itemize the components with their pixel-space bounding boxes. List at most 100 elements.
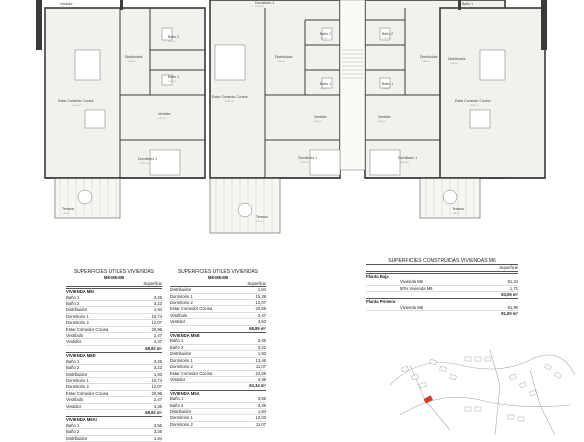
room-label: Terraza (256, 215, 268, 219)
table-title: SUPERFICIES UTILES VIVIENDAS (73, 269, 155, 275)
room-name: Dormitorio 2 (170, 300, 193, 306)
room-surface: 13,46 (255, 357, 266, 363)
room-name: Vestíbulo (66, 397, 84, 403)
room-label: Vestidor (314, 115, 327, 119)
room-name: Baño 2 (66, 365, 80, 371)
section-heading: VIVIENDA M5B (170, 332, 266, 338)
room-area: 7,93 m² (256, 220, 264, 223)
room-area: 1,94 m² (422, 60, 430, 63)
room-label: Baño 2 (168, 35, 179, 39)
room-label: Vestidor (158, 112, 171, 116)
room-name: Baño 1 (66, 422, 80, 428)
surface-table-2: SUPERFICIES UTILES VIVIENDAS M8-M5-M6 Su… (170, 269, 266, 429)
room-surface: 1,71 (509, 285, 518, 291)
room-name: Dormitorio 2 (170, 364, 193, 370)
room-surface: 4,36 (153, 403, 162, 409)
table-header: Superficie (66, 281, 162, 288)
room-surface: 3,22 (153, 365, 162, 371)
section-total: 68,89 m² (249, 325, 266, 331)
room-surface: 3,45 (153, 294, 162, 300)
room-area: 15,74 m² (400, 161, 409, 164)
section-heading: VIVIENDA M8I (66, 288, 162, 294)
room-label: Terraza (452, 207, 464, 211)
section-heading: Planta Primera (366, 298, 518, 304)
room-surface: 12,07 (255, 300, 266, 306)
room-surface: 1,94 (153, 307, 162, 313)
room-surface: 4,53 (257, 319, 266, 325)
room-name: Vestidor (170, 376, 186, 382)
room-label: Vestidor (60, 2, 73, 6)
room-name: Vestíbulo (170, 312, 188, 318)
room-surface: 3,56 (257, 396, 266, 402)
room-name: Baño 2 (170, 344, 184, 350)
room-name: Vestidor (66, 339, 82, 345)
table-row: Baño 2 3,22 (170, 344, 266, 352)
room-surface: 1,93 (257, 351, 266, 357)
room-label: Estar Comedor Cocina (455, 99, 490, 103)
room-label: Distribuidor (420, 55, 439, 59)
room-area: 20,96 m² (72, 104, 81, 107)
room-surface: 12,07 (151, 384, 162, 390)
room-name: Vivienda M6 (400, 304, 423, 310)
table-row: Vestidor 4,37 (66, 339, 162, 346)
room-surface: 4,37 (153, 339, 162, 345)
table-title: SUPERFICIES CONSTRUIDAS VIVIENDAS M6 (366, 258, 518, 266)
room-area: 7,93 m² (62, 212, 70, 215)
room-surface: 15,74 (151, 313, 162, 319)
room-area: 3,22 m² (382, 37, 390, 40)
room-label: Vestidor (378, 115, 391, 119)
highlighted-plot (423, 395, 433, 404)
room-name: Baño 2 (170, 402, 184, 408)
room-label: Dormitorio 1 (398, 156, 417, 160)
room-label: Distribuidor (125, 55, 144, 59)
room-area: 1,94 m² (277, 60, 285, 63)
table-title: SUPERFICIES UTILES VIVIENDAS (177, 269, 259, 275)
section-heading: VIVIENDA M6AI (66, 416, 162, 422)
room-name: Dormitorio 1 (170, 293, 193, 299)
table-row: Dormitorio 1 15,74 (66, 313, 162, 321)
room-name: Dormitorio 2 (170, 421, 193, 427)
room-surface: 15,74 (151, 377, 162, 383)
room-surface: 1,84 (257, 408, 266, 414)
room-label: Terraza (62, 207, 74, 211)
room-name: Vestíbulo (66, 333, 84, 339)
room-surface: 11,07 (255, 364, 266, 370)
room-surface: 3,45 (257, 338, 266, 344)
section-total: 83,05 m² (501, 292, 518, 298)
table-header: Superficie (170, 281, 266, 288)
room-surface: 20,69 (255, 306, 266, 312)
room-label: Baño 1 (382, 82, 393, 86)
room-name: Baño 1 (66, 358, 80, 364)
room-name: Dormitorio 1 (66, 313, 89, 319)
room-surface: 20,96 (151, 390, 162, 396)
room-name: Distribuidor (66, 435, 88, 441)
room-area: 15,74 m² (255, 5, 264, 8)
room-surface: 3,22 (257, 344, 266, 350)
room-surface: 11,07 (255, 421, 266, 427)
room-surface: 3,56 (153, 422, 162, 428)
room-surface: 2,47 (257, 312, 266, 318)
room-surface: 3,35 (153, 429, 162, 435)
room-label: Dormitorio 1 (138, 157, 157, 161)
room-label: Dormitorio 1 (255, 1, 274, 5)
room-name: Estar Comedor Cocina (170, 306, 213, 312)
table-row: Estar Comedor Cocina 20,69 (170, 306, 266, 313)
